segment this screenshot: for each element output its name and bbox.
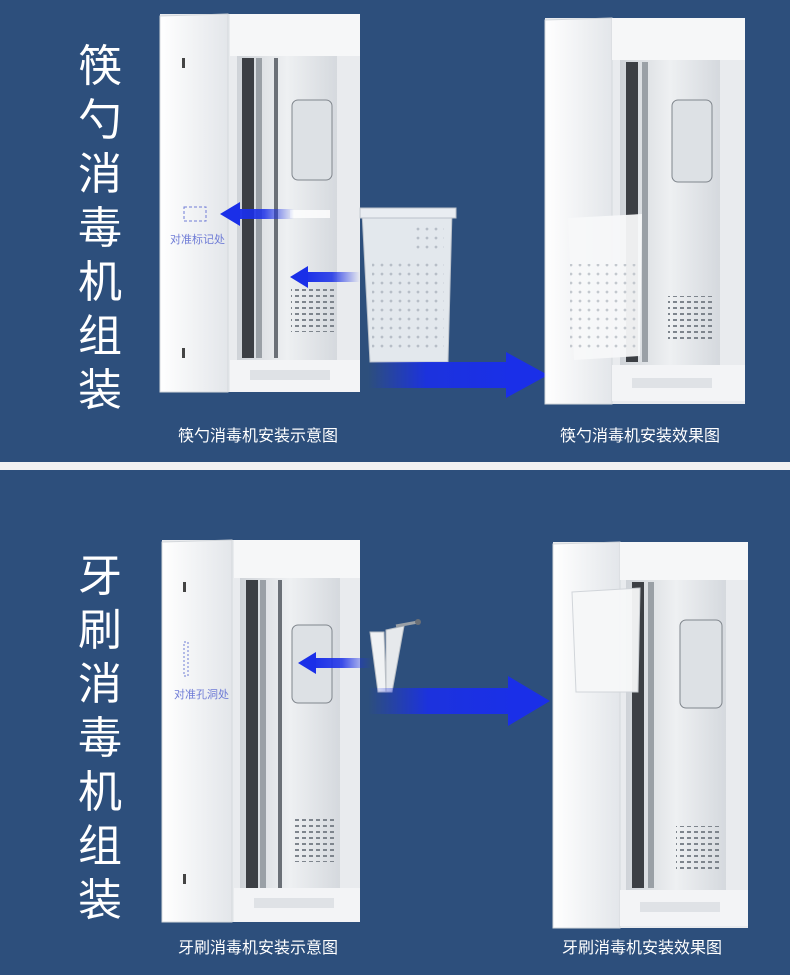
toothbrush-holder <box>369 619 421 693</box>
title-char: 刷 <box>78 605 122 656</box>
title-char: 筷 <box>78 41 122 92</box>
top-vertical-title: 筷 勺 消 毒 机 组 装 <box>72 40 128 418</box>
caption-installation-diagram: 牙刷消毒机安装示意图 <box>177 938 338 957</box>
caption-installation-result: 牙刷消毒机安装效果图 <box>561 938 722 957</box>
title-char: 机 <box>78 257 122 308</box>
arrow-to-marker <box>220 202 294 226</box>
marker-annotation: 对准标记处 <box>170 233 225 246</box>
title-char: 组 <box>78 311 122 362</box>
title-char: 毒 <box>78 713 122 764</box>
cabinet-right-top <box>544 17 745 405</box>
cabinet-right-bottom <box>552 541 748 929</box>
arrow-to-hole <box>298 652 372 674</box>
title-char: 组 <box>78 821 122 872</box>
section-divider <box>0 462 790 470</box>
cabinet-left-top <box>159 13 360 393</box>
hole-annotation: 对准孔洞处 <box>174 688 229 701</box>
bottom-vertical-title: 牙 刷 消 毒 机 组 装 <box>72 550 128 928</box>
title-char: 机 <box>78 767 122 818</box>
top-panel: 筷 勺 消 毒 机 组 装 对准标记处 筷勺消毒机安装示意图 筷勺消毒机安装效果… <box>0 0 790 462</box>
title-char: 勺 <box>78 95 122 146</box>
title-char: 消 <box>78 659 122 710</box>
title-char: 毒 <box>78 203 122 254</box>
title-char: 装 <box>78 875 122 926</box>
title-char: 消 <box>78 149 122 200</box>
chopstick-cup-top <box>359 207 457 363</box>
caption-installation-diagram: 筷勺消毒机安装示意图 <box>177 426 338 445</box>
bottom-scene-illustration <box>161 539 748 929</box>
bottom-panel: 牙 刷 消 毒 机 组 装 对准孔洞处 牙刷消毒机安装示意图 牙刷消毒机安装效果… <box>0 470 790 975</box>
cabinet-left-bottom <box>161 539 360 923</box>
arrow-to-result-top <box>368 352 548 398</box>
arrow-to-slot <box>290 266 360 288</box>
caption-installation-result: 筷勺消毒机安装效果图 <box>559 426 720 445</box>
title-char: 牙 <box>78 551 122 602</box>
title-char: 装 <box>78 365 122 416</box>
top-scene-illustration <box>159 13 745 405</box>
arrow-to-result-bottom <box>368 676 550 726</box>
